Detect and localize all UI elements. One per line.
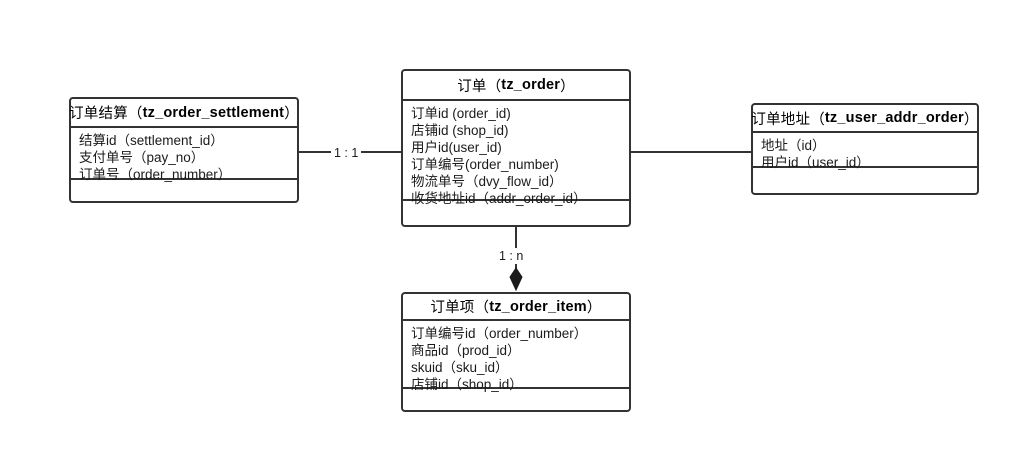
entity-fields-user-addr-order: 地址（id） 用户id（user_id） (753, 133, 977, 170)
field-row: 订单id (order_id) (411, 106, 511, 121)
entity-table-name: tz_order_item (489, 298, 587, 315)
field-row: 用户id(user_id) (411, 140, 502, 155)
entity-order-settlement[interactable]: 订单结算（tz_order_settlement） 结算id（settlemen… (69, 97, 299, 203)
field-row: 结算id（settlement_id） (79, 133, 224, 148)
entity-fields-order-item: 订单编号id（order_number） 商品id（prod_id） skuid… (403, 321, 629, 392)
entity-name-paren-close: ） (963, 111, 979, 128)
entity-name-cn: 订单项（ (430, 300, 490, 316)
field-row: 收货地址id（addr_order_id） (411, 191, 587, 206)
field-row: 订单号（order_number） (79, 167, 232, 182)
field-row: 店铺id (shop_id) (411, 123, 509, 138)
field-row: 地址（id） (761, 138, 826, 153)
field-row: 订单编号(order_number) (411, 157, 559, 172)
entity-footer-user-addr-order (753, 168, 977, 193)
entity-order[interactable]: 订单（tz_order） 订单id (order_id) 店铺id (shop_… (401, 69, 631, 227)
field-row: 支付单号（pay_no） (79, 150, 205, 165)
relationship-label-settlement-order: 1 : 1 (331, 145, 362, 161)
relationship-label-order-orderitem: 1 : n (496, 248, 527, 264)
entity-name-cn: 订单地址（ (751, 111, 825, 128)
entity-header-order-item: 订单项（tz_order_item） (403, 294, 629, 321)
field-row: 物流单号（dvy_flow_id） (411, 174, 563, 189)
entity-name-cn: 订单结算（ (69, 106, 143, 122)
entity-name-paren-close: ） (586, 300, 602, 316)
field-row: skuid（sku_id） (411, 360, 509, 375)
entity-header-order-settlement: 订单结算（tz_order_settlement） (69, 99, 299, 128)
entity-header-order: 订单（tz_order） (403, 71, 629, 101)
entity-footer-order-settlement (71, 180, 297, 201)
entity-order-item[interactable]: 订单项（tz_order_item） 订单编号id（order_number） … (401, 292, 631, 412)
entity-name-cn: 订单（ (457, 78, 502, 95)
entity-name-paren-close: ） (560, 78, 575, 95)
entity-table-name: tz_order (501, 77, 561, 93)
field-row: 店铺id（shop_id） (411, 377, 523, 392)
field-row: 用户id（user_id） (761, 155, 870, 170)
field-row: 订单编号id（order_number） (411, 326, 588, 341)
filled-diamond-marker (509, 267, 523, 292)
entity-table-name: tz_user_addr_order (824, 110, 964, 126)
entity-name-paren-close: ） (284, 106, 299, 122)
entity-fields-order: 订单id (order_id) 店铺id (shop_id) 用户id(user… (403, 101, 629, 206)
entity-fields-order-settlement: 结算id（settlement_id） 支付单号（pay_no） 订单号（ord… (71, 128, 297, 182)
entity-header-user-addr-order: 订单地址（tz_user_addr_order） (751, 105, 979, 133)
entity-user-addr-order[interactable]: 订单地址（tz_user_addr_order） 地址（id） 用户id（use… (751, 103, 979, 195)
entity-table-name: tz_order_settlement (142, 104, 285, 121)
field-row: 商品id（prod_id） (411, 343, 521, 358)
